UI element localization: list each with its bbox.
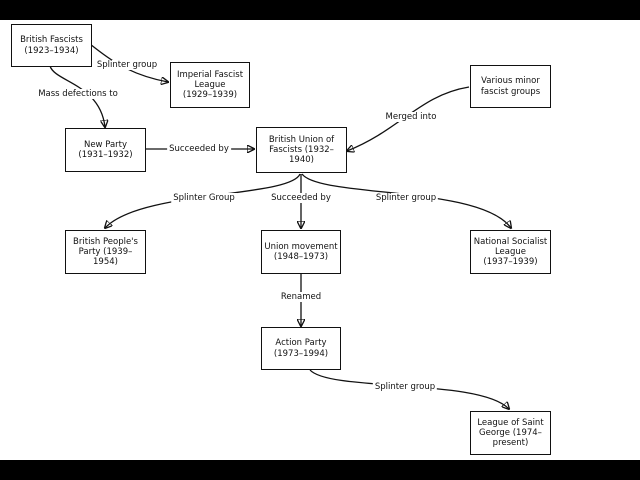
edge-label-minor-to-buf: Merged into: [383, 112, 439, 122]
diagram-canvas: British Fascists (1923–1934) Imperial Fa…: [0, 20, 640, 460]
node-imperial-fascist-league: Imperial Fascist League (1929–1939): [170, 62, 250, 108]
node-action-party: Action Party (1973–1994): [261, 327, 341, 370]
node-national-socialist-league: National Socialist League (1937–1939): [470, 230, 551, 274]
edge-label-buf-to-um: Succeeded by: [269, 193, 333, 203]
edge-label-bf-to-np: Mass defections to: [36, 89, 120, 99]
node-british-fascists: British Fascists (1923–1934): [11, 24, 92, 67]
edge-bf-to-np: [49, 65, 105, 127]
node-new-party: New Party (1931–1932): [65, 128, 146, 172]
node-league-of-saint-george: League of Saint George (1974– present): [470, 411, 551, 455]
node-various-minor-fascist-groups: Various minor fascist groups: [470, 65, 551, 108]
node-union-movement: Union movement (1948–1973): [261, 230, 341, 274]
edge-label-ap-to-lsg: Splinter group: [372, 382, 438, 392]
node-british-union-of-fascists: British Union of Fascists (1932–1940): [256, 127, 347, 173]
edge-label-buf-to-nsl: Splinter group: [373, 193, 439, 203]
edge-label-um-to-ap: Renamed: [278, 292, 324, 302]
edge-label-bf-to-ifl: Splinter group: [94, 60, 160, 70]
edge-label-buf-to-bpp: Splinter Group: [171, 193, 237, 203]
edge-label-np-to-buf: Succeeded by: [167, 144, 231, 154]
node-british-peoples-party: British People's Party (1939–1954): [65, 230, 146, 274]
